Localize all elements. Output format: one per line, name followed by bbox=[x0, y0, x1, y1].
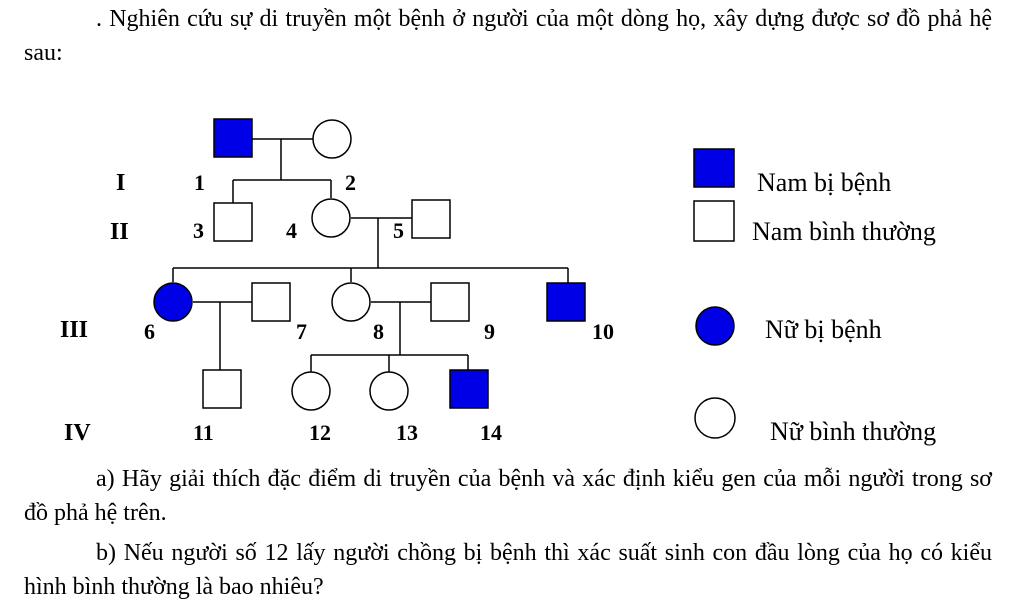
individual-label-1: 1 bbox=[194, 170, 205, 195]
legend-affected-male-label: Nam bị bệnh bbox=[757, 168, 891, 197]
intro-paragraph: . Nghiên cứu sự di truyền một bệnh ở ngư… bbox=[24, 2, 992, 70]
generation-label-1: I bbox=[116, 170, 125, 196]
individual-4-normal-female bbox=[311, 198, 351, 238]
individual-5-normal-male bbox=[411, 199, 451, 239]
individual-label-4: 4 bbox=[286, 218, 297, 243]
individual-label-10: 10 bbox=[592, 319, 614, 344]
intro-text: Nghiên cứu sự di truyền một bệnh ở người… bbox=[24, 6, 992, 66]
individual-label-8: 8 bbox=[373, 319, 384, 344]
question-a: a) Hãy giải thích đặc điểm di truyền của… bbox=[24, 466, 992, 526]
individual-1-affected-male bbox=[213, 118, 253, 158]
legend-normal-male-symbol bbox=[693, 200, 735, 242]
individual-11-normal-male bbox=[202, 369, 242, 409]
intro-prefix: . bbox=[96, 6, 110, 32]
individual-label-9: 9 bbox=[484, 319, 495, 344]
legend-normal-male-label: Nam bình thường bbox=[752, 217, 936, 246]
individual-label-12: 12 bbox=[309, 420, 331, 445]
generation-label-2: II bbox=[110, 219, 129, 245]
individual-labels: 1 2 3 4 5 6 7 8 9 10 11 12 13 14 bbox=[144, 170, 614, 445]
individual-label-13: 13 bbox=[396, 420, 418, 445]
pedigree-lines bbox=[172, 138, 569, 372]
individual-label-2: 2 bbox=[345, 170, 356, 195]
generation-label-3: III bbox=[60, 317, 88, 343]
legend-affected-female-symbol bbox=[695, 306, 735, 346]
legend-affected-female-label: Nữ bị bệnh bbox=[765, 315, 882, 344]
individual-2-normal-female bbox=[312, 119, 352, 159]
individual-6-affected-female bbox=[153, 282, 193, 322]
question-b: b) Nếu người số 12 lấy người chồng bị bệ… bbox=[24, 540, 992, 600]
generation-labels: I II III IV bbox=[60, 170, 129, 446]
legend-labels: Nam bị bệnh Nam bình thường Nữ bị bệnh N… bbox=[752, 168, 936, 446]
individual-label-6: 6 bbox=[144, 319, 155, 344]
legend-normal-female-label: Nữ bình thường bbox=[770, 417, 936, 446]
individual-label-3: 3 bbox=[193, 218, 204, 243]
individual-14-affected-male bbox=[449, 369, 489, 409]
individual-7-normal-male bbox=[251, 282, 291, 322]
individual-label-7: 7 bbox=[296, 319, 307, 344]
individual-label-14: 14 bbox=[480, 420, 502, 445]
individual-10-affected-male bbox=[546, 282, 586, 322]
legend-affected-male-symbol bbox=[693, 148, 735, 188]
individual-label-11: 11 bbox=[193, 420, 214, 445]
legend bbox=[693, 148, 736, 439]
individual-8-normal-female bbox=[331, 282, 371, 322]
generation-label-4: IV bbox=[64, 420, 91, 446]
individual-13-normal-female bbox=[369, 371, 409, 411]
individual-label-5: 5 bbox=[393, 218, 404, 243]
individual-3-normal-male bbox=[213, 202, 253, 242]
individual-12-normal-female bbox=[291, 371, 331, 411]
pedigree-individuals bbox=[153, 118, 586, 411]
legend-normal-female-symbol bbox=[694, 397, 736, 439]
individual-9-normal-male bbox=[430, 282, 470, 322]
